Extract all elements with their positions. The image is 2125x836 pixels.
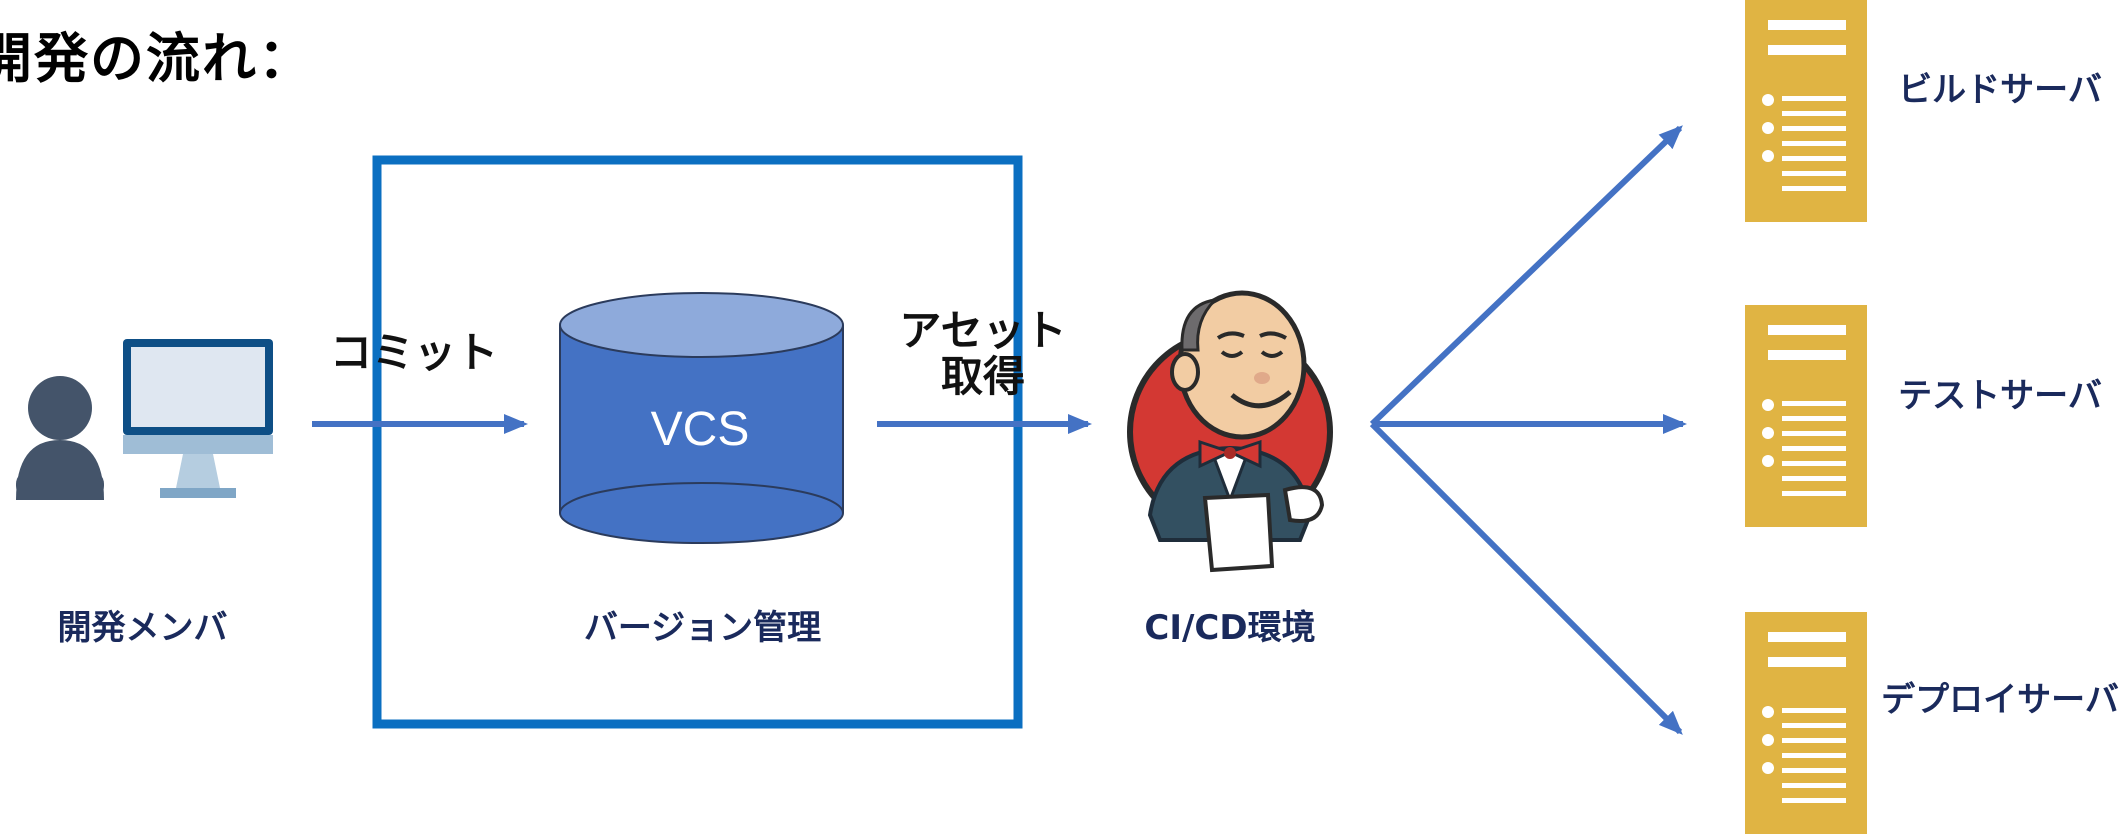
jenkins-butler-icon — [1127, 290, 1333, 573]
server-icon — [1745, 612, 1867, 834]
asset-fetch-label-line1: アセット — [899, 306, 1067, 355]
deploy-server-label: デプロイサーバ — [1881, 680, 2119, 720]
person-icon — [16, 376, 104, 500]
monitor-icon — [123, 339, 273, 498]
page-title: 開発の流れ： — [0, 27, 314, 90]
vcs-text: VCS — [650, 403, 750, 456]
version-control-frame — [372, 155, 1023, 729]
server-icon — [1745, 0, 1867, 222]
asset-fetch-label-line2: 取得 — [940, 352, 1025, 401]
arrow-to-build-server — [1369, 125, 1683, 427]
developer-label: 開発メンバ — [57, 608, 228, 648]
build-server-label: ビルドサーバ — [1898, 70, 2102, 110]
asset-fetch-label: アセット 取得 — [898, 308, 1068, 400]
arrow-to-deploy-server — [1369, 421, 1683, 735]
commit-label: コミット — [330, 328, 499, 377]
test-server-label: テストサーバ — [1898, 376, 2102, 416]
server-icon — [1745, 305, 1867, 527]
database-cylinder-icon — [559, 292, 844, 544]
vcs-label: バージョン管理 — [583, 608, 822, 648]
cicd-label: CI/CD環境 — [1144, 608, 1316, 648]
